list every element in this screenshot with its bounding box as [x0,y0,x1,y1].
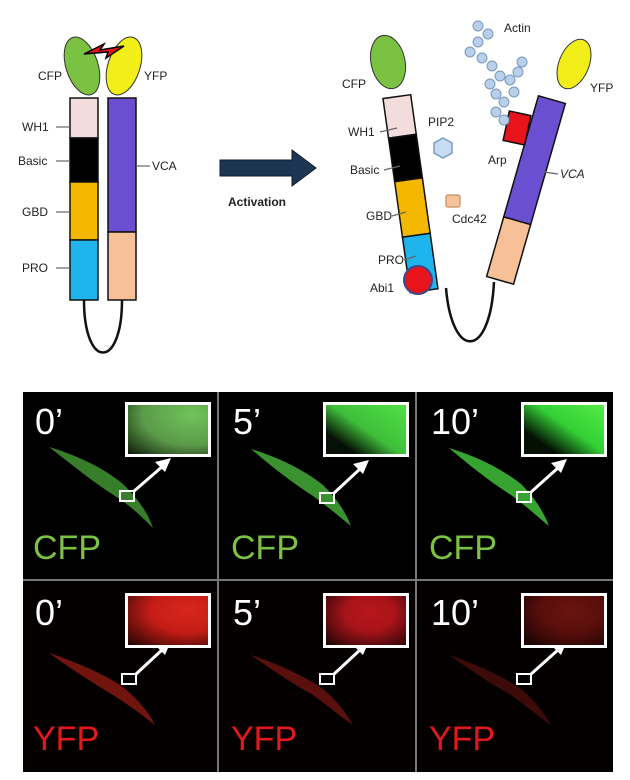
active-yfp-label: YFP [590,81,613,95]
zoom-inset [521,593,607,648]
yfp-panel-10min: 10’ YFP [419,583,613,770]
channel-label: YFP [33,720,100,758]
actin-label: Actin [504,21,531,35]
cdc42-label: Cdc42 [452,212,487,226]
active-label-leaders [379,127,559,261]
microscopy-grid: 0’ CFP 5’ CFP 10’ CFP 0 [23,392,613,772]
channel-label: YFP [429,720,496,758]
activation-arrow: Activation [219,149,317,209]
roi-box [119,490,135,502]
panel-divider [217,392,219,772]
channel-label: CFP [33,529,101,567]
cdc42-shape [445,194,461,208]
inactive-linker-segment [107,231,137,301]
panel-divider [23,579,613,581]
cfp-panel-0min: 0’ CFP [23,392,217,579]
yfp-panel-0min: 0’ YFP [23,583,217,770]
time-label: 5’ [233,401,262,442]
zoom-arrow [528,465,561,495]
active-cfp-label: CFP [342,77,366,91]
zoom-arrow [331,647,363,677]
inactive-yfp-fluorophore [105,36,143,96]
roi-box [319,492,335,504]
time-label: 10’ [431,401,480,442]
arp-block [502,110,532,146]
active-vca-label: VCA [560,167,585,181]
time-label: 10’ [431,592,480,633]
inactive-label-leaders [56,126,150,269]
time-label: 0’ [35,592,64,633]
roi-box [516,491,532,503]
active-linker-segment [485,215,532,286]
inactive-gbd-label: GBD [22,205,48,219]
inactive-vca-domain [107,97,137,233]
zoom-arrow-head [551,459,567,473]
inactive-pro-domain [69,239,99,301]
cfp-cell-image [251,449,369,526]
zoom-arrow-head [353,460,369,474]
arp-label: Arp [488,153,507,167]
channel-label: YFP [231,720,298,758]
zoom-arrow [132,464,164,494]
inactive-basic-label: Basic [18,154,47,168]
roi-box [516,673,532,685]
inactive-linker-loop [82,299,124,354]
inactive-wh1-domain [69,97,99,139]
abi1-label: Abi1 [370,281,394,295]
zoom-arrow [133,647,165,677]
channel-label: CFP [429,529,497,567]
channel-label: CFP [231,529,299,567]
roi-box [319,673,335,685]
active-linker-loop [444,281,496,343]
active-right-chain [485,94,567,286]
inactive-basic-domain [69,137,99,183]
active-yfp-fluorophore [556,38,592,90]
zoom-inset [125,593,211,648]
zoom-inset [323,402,409,457]
active-wh1-label: WH1 [348,125,375,139]
active-cfp-fluorophore [369,34,407,90]
active-wh1-domain [382,93,418,140]
panel-divider [415,392,417,772]
active-gbd-domain [393,177,432,239]
yfp-panel-5min: 5’ YFP [221,583,415,770]
inactive-cfp-label: CFP [38,69,62,83]
activation-arrow-icon [219,149,317,187]
inactive-pro-label: PRO [22,261,48,275]
active-gbd-label: GBD [366,209,392,223]
cfp-cell-image [449,448,567,526]
active-pro-label: PRO [378,253,404,267]
inactive-cfp-fluorophore [63,36,101,96]
time-label: 0’ [35,401,64,442]
inactive-conformation: CFP YFP WH1 Basic GBD PRO VCA [18,36,177,354]
schematic-diagram: CFP YFP WH1 Basic GBD PRO VCA Activation [18,20,613,354]
inactive-gbd-domain [69,181,99,241]
inactive-wh1-label: WH1 [22,120,49,134]
active-basic-domain [387,133,424,183]
roi-box [121,673,137,685]
active-conformation: CFP YFP WH1 Basic GBD PRO PIP2 Cdc42 Abi… [342,20,613,343]
zoom-inset [521,402,607,457]
zoom-inset [323,593,409,648]
abi1-circle [403,265,433,295]
zoom-arrow-head [155,458,171,472]
inactive-yfp-label: YFP [144,69,167,83]
zoom-inset [125,402,211,457]
cfp-panel-10min: 10’ CFP [419,392,613,579]
zoom-arrow [528,647,561,677]
activation-label: Activation [228,195,286,209]
zoom-arrow [331,466,363,496]
cfp-panel-5min: 5’ CFP [221,392,415,579]
active-basic-label: Basic [350,163,379,177]
pip2-hexagon-icon [433,137,453,159]
pip2-label: PIP2 [428,115,454,129]
time-label: 5’ [233,592,262,633]
actin-filament [464,20,528,126]
cfp-cell-image [49,447,171,528]
inactive-vca-label: VCA [152,159,177,173]
fret-lightning-icon [83,42,125,60]
